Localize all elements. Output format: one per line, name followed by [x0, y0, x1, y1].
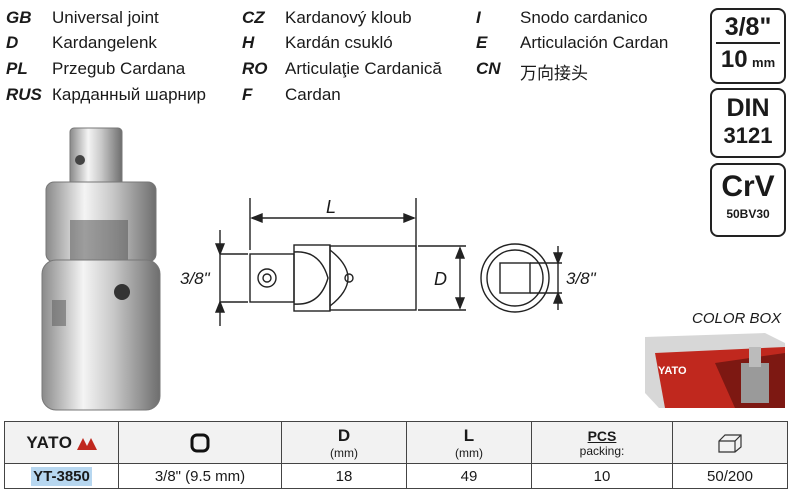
lang-name: Cardan: [285, 85, 341, 104]
product-code-cell: YT-3850: [4, 463, 119, 489]
lang-code: CZ: [242, 8, 265, 27]
pcs-value: 10: [531, 463, 673, 489]
size-badge: 3/8" 10 mm: [710, 8, 786, 84]
lang-code: I: [476, 8, 481, 27]
drive-label-left: 3/8": [180, 269, 210, 288]
lang-code: CN: [476, 59, 501, 78]
table-header-row: YATO D (mm) L (mm) PCS packing:: [4, 421, 788, 464]
lang-code: H: [242, 33, 255, 52]
d-header-sub: (mm): [330, 445, 358, 460]
lang-name: Карданный шарнир: [52, 85, 206, 104]
d-header: D (mm): [281, 421, 407, 464]
lang-code: PL: [6, 59, 28, 78]
pcs-header-main: PCS: [587, 427, 617, 444]
l-header: L (mm): [406, 421, 532, 464]
lang-code: D: [6, 33, 19, 52]
lang-code: RUS: [6, 85, 42, 104]
size-mm-unit: mm: [752, 55, 776, 70]
drive-label-right: 3/8": [566, 269, 596, 288]
material-grade: 50BV30: [726, 207, 770, 221]
lang-code: F: [242, 85, 253, 104]
material-label: CrV: [721, 170, 775, 203]
lang-name: Articulación Cardan: [520, 33, 669, 52]
color-box-brand: YATO: [658, 365, 687, 377]
lang-name: 万向接头: [520, 64, 588, 83]
lang-name: Universal joint: [52, 8, 159, 27]
technical-drawing: [214, 198, 564, 326]
drive-size: 3/8" (9.5 mm): [118, 463, 282, 489]
box-icon: [718, 433, 742, 453]
product-image: [41, 127, 161, 411]
length-label: L: [326, 197, 337, 217]
product-code: YT-3850: [31, 466, 92, 486]
din-label: DIN: [726, 94, 770, 122]
diameter-label: D: [434, 269, 447, 289]
color-box-image: [645, 333, 785, 408]
lang-name: Snodo cardanico: [520, 8, 648, 27]
lang-code: E: [476, 33, 488, 52]
brand-logo: YATO: [26, 432, 73, 452]
pcs-header: PCS packing:: [531, 421, 673, 464]
lang-name: Przegub Cardana: [52, 59, 186, 78]
din-badge: DIN 3121: [710, 88, 786, 158]
l-value: 49: [406, 463, 532, 489]
din-number: 3121: [723, 123, 773, 148]
material-badge: CrV 50BV30: [710, 163, 786, 237]
lang-name: Kardangelenk: [52, 33, 157, 52]
table-row: YT-3850 3/8" (9.5 mm) 18 49 10 50/200: [4, 463, 788, 489]
lang-code: RO: [242, 59, 268, 78]
box-header: [672, 421, 788, 464]
color-box-label: COLOR BOX: [692, 310, 782, 327]
brand-cell: YATO: [4, 421, 119, 464]
square-drive-icon: [190, 433, 210, 452]
yato-logo-icon: [76, 437, 97, 450]
lang-name: Kardán csukló: [285, 33, 393, 52]
lang-name: Articulaţie Cardanică: [285, 59, 442, 78]
d-value: 18: [281, 463, 407, 489]
drive-header: [118, 421, 282, 464]
lang-code: GB: [6, 8, 32, 27]
lang-name: Kardanový kloub: [285, 8, 412, 27]
box-value: 50/200: [672, 463, 788, 489]
size-inch: 3/8": [724, 13, 772, 41]
spec-table: YATO D (mm) L (mm) PCS packing:: [4, 421, 788, 489]
l-header-main: L: [463, 425, 475, 445]
pcs-header-sub: packing:: [579, 443, 625, 458]
size-mm-value: 10: [720, 46, 748, 73]
l-header-sub: (mm): [455, 445, 483, 460]
d-header-main: D: [337, 425, 351, 445]
